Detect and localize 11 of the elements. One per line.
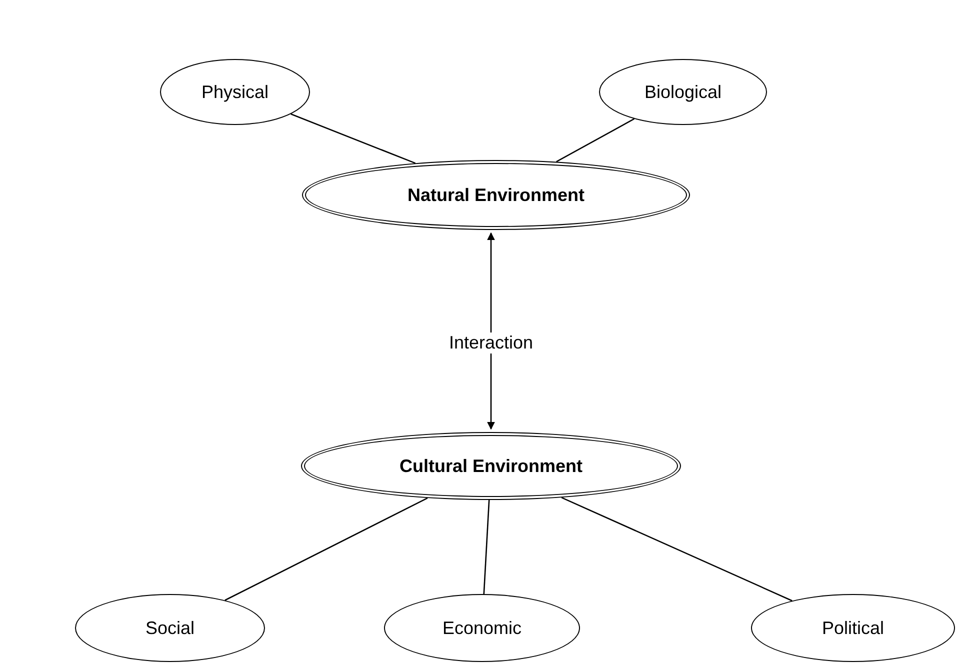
node-label: Biological	[644, 82, 722, 102]
node-label: Social	[145, 618, 195, 638]
connector-line	[224, 497, 428, 601]
node-label: Natural Environment	[407, 184, 585, 206]
arrow	[487, 232, 495, 430]
connector-line	[556, 118, 635, 162]
node-label: Political	[822, 618, 884, 638]
connector-line	[483, 500, 490, 594]
node-label: Cultural Environment	[399, 456, 582, 476]
node-label: Economic	[442, 618, 522, 638]
node-label: Physical	[201, 82, 269, 102]
